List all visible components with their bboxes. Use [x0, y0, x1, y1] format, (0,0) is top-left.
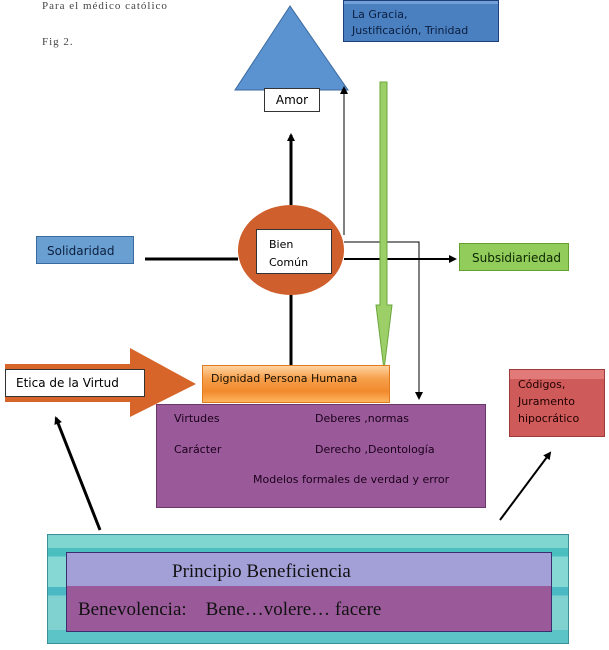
bien-comun-line2: Común	[269, 255, 309, 269]
principio-title: Principio Beneficiencia	[172, 561, 351, 582]
dignidad-box: Dignidad Persona Humana	[202, 365, 390, 403]
ethics-sources-box	[156, 404, 486, 508]
virtudes-label: Virtudes	[174, 412, 220, 425]
principio-subtitle: Benevolencia: Bene…volere… facere	[78, 599, 382, 620]
codigos-box: Códigos, Juramento hipocrático	[509, 369, 605, 437]
triangle-shape	[234, 5, 349, 91]
bien-to-purple-arrow	[344, 241, 423, 400]
codigos-line2: Juramento	[518, 395, 575, 409]
figure-label: Fig 2.	[42, 36, 74, 48]
codigos-line1: Códigos,	[518, 378, 566, 391]
principio-to-etica-arrow	[54, 416, 102, 531]
gracia-box: La Gracia, Justificación, Trinidad	[343, 0, 499, 42]
solidaridad-label: Solidaridad	[47, 244, 115, 258]
green-arrow-shape	[375, 81, 393, 371]
principio-box	[66, 552, 552, 632]
solidaridad-box: Solidaridad	[36, 236, 134, 264]
modelos-label: Modelos formales de verdad y error	[253, 473, 450, 486]
dignidad-label: Dignidad Persona Humana	[211, 372, 358, 385]
derecho-label: Derecho ,Deontología	[315, 443, 435, 456]
deberes-label: Deberes ,normas	[315, 412, 409, 425]
principio-to-codigos-arrow	[499, 451, 552, 521]
codigos-line3: hipocrático	[518, 412, 580, 426]
caption-text: Para el médico católico	[42, 0, 168, 12]
etica-label: Etica de la Virtud	[16, 376, 119, 390]
caracter-label: Carácter	[174, 443, 222, 456]
subsidiariedad-box: Subsidiariedad	[459, 243, 569, 271]
amor-box: Amor	[264, 88, 320, 112]
etica-box: Etica de la Virtud	[5, 369, 145, 397]
gracia-line2: Justificación, Trinidad	[352, 23, 469, 37]
gracia-line1: La Gracia,	[352, 8, 408, 21]
bien-comun-box: Bien Común	[256, 229, 332, 274]
amor-label: Amor	[275, 93, 309, 107]
subsidiariedad-label: Subsidiariedad	[472, 251, 561, 265]
bien-comun-line1: Bien	[269, 238, 294, 251]
